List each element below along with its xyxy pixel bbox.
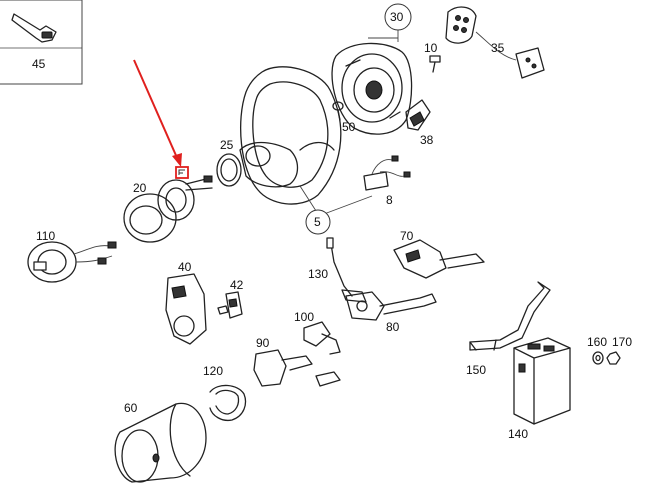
callout-90[interactable]: 90 [256,336,270,350]
screw-part-50[interactable] [332,101,344,121]
callout-20[interactable]: 20 [133,181,147,195]
callout-120[interactable]: 120 [203,364,223,378]
screw-part-10[interactable] [429,55,441,73]
column-cover-part-60[interactable] [114,402,207,483]
callout-150[interactable]: 150 [466,363,486,377]
key-part-42[interactable] [217,291,243,319]
washer-part-160[interactable] [592,351,604,365]
callout-130[interactable]: 130 [308,267,328,281]
callout-8[interactable]: 8 [386,193,393,207]
callout-42[interactable]: 42 [230,278,244,292]
bracket-part-150[interactable] [469,281,551,351]
ring-part-25[interactable] [216,153,242,187]
wiring-harness-part-8[interactable] [363,155,411,191]
switch-part-100[interactable] [303,321,341,355]
control-pad-part-35[interactable] [445,6,545,79]
callout-50[interactable]: 50 [342,120,356,134]
callout-38[interactable]: 38 [420,133,434,147]
callout-80[interactable]: 80 [386,320,400,334]
red-pointer-arrow [133,59,189,179]
combination-switch-part-70[interactable] [393,239,485,279]
callout-45[interactable]: 45 [32,57,46,71]
switch-part-90[interactable] [253,349,341,387]
clock-spring-part-20[interactable] [123,175,213,243]
key-blade-part-45[interactable] [11,13,57,43]
callout-5[interactable]: 5 [314,215,321,229]
clip-ring-part-120[interactable] [209,384,247,422]
callout-40[interactable]: 40 [178,260,192,274]
nut-part-170[interactable] [606,351,621,365]
callout-35[interactable]: 35 [491,41,505,55]
callout-25[interactable]: 25 [220,138,234,152]
callout-30[interactable]: 30 [390,10,404,24]
callout-60[interactable]: 60 [124,401,138,415]
inset-box-part-45: 45 [0,0,83,85]
callout-100[interactable]: 100 [294,310,314,324]
callout-170[interactable]: 170 [612,335,632,349]
switch-assembly-part-80[interactable] [345,291,437,321]
callout-110[interactable]: 110 [36,229,55,243]
switch-part-38[interactable] [405,99,431,131]
ignition-lock-part-40[interactable] [165,273,207,345]
callout-160[interactable]: 160 [587,335,607,349]
lever-part-130[interactable] [326,237,367,303]
sensor-part-110[interactable] [27,241,117,283]
steering-wheel[interactable] [239,66,342,205]
airbag-module-part-30[interactable] [331,42,413,135]
callout-140[interactable]: 140 [508,427,528,441]
callout-10[interactable]: 10 [424,41,438,55]
callout-70[interactable]: 70 [400,229,414,243]
control-unit-part-140[interactable] [513,337,571,425]
